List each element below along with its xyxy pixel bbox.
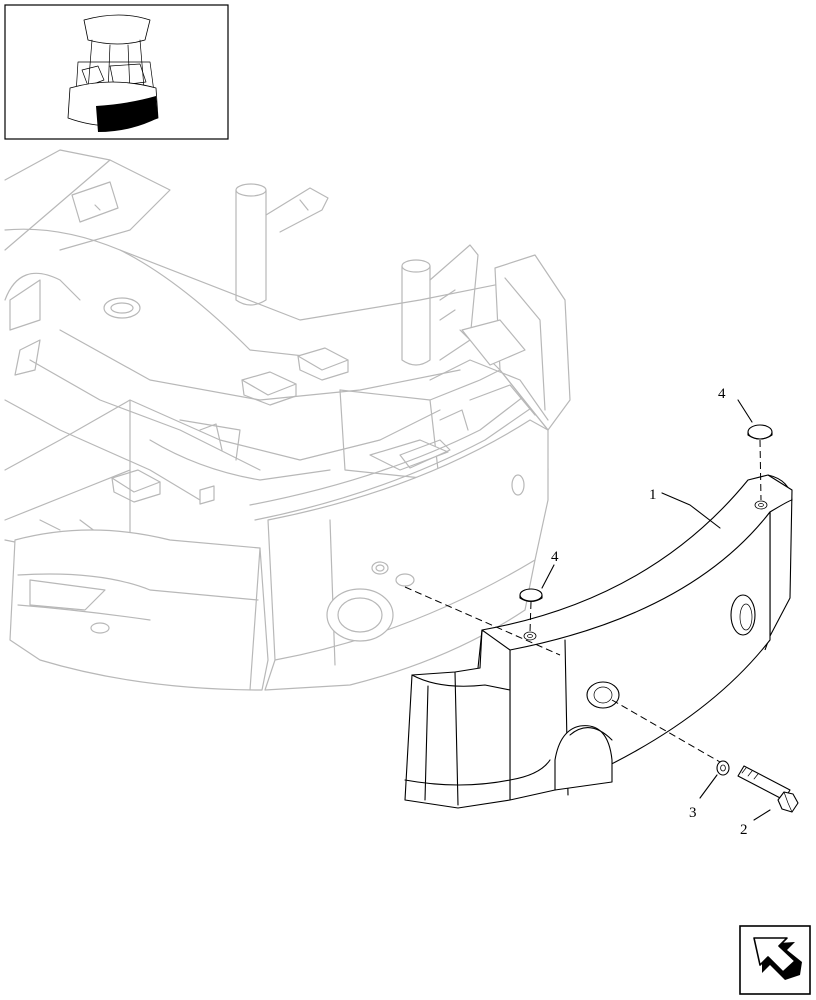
bolt xyxy=(737,765,799,813)
back-button[interactable] xyxy=(739,925,811,995)
callout-2: 2 xyxy=(740,822,748,838)
arrow-back-icon xyxy=(753,937,802,980)
installed-counterweight xyxy=(9,254,571,691)
assembly-lines xyxy=(404,439,762,763)
callout-4-top: 4 xyxy=(718,386,726,402)
callout-3: 3 xyxy=(689,805,697,821)
callout-1: 1 xyxy=(649,487,657,503)
leader-lines xyxy=(541,399,771,821)
cap-plug-lower xyxy=(519,588,543,603)
cap-plug-upper xyxy=(747,424,773,440)
callout-4-mid: 4 xyxy=(551,549,559,565)
location-thumbnail xyxy=(4,4,229,140)
washer xyxy=(716,760,730,776)
counterweight-part xyxy=(404,474,793,809)
